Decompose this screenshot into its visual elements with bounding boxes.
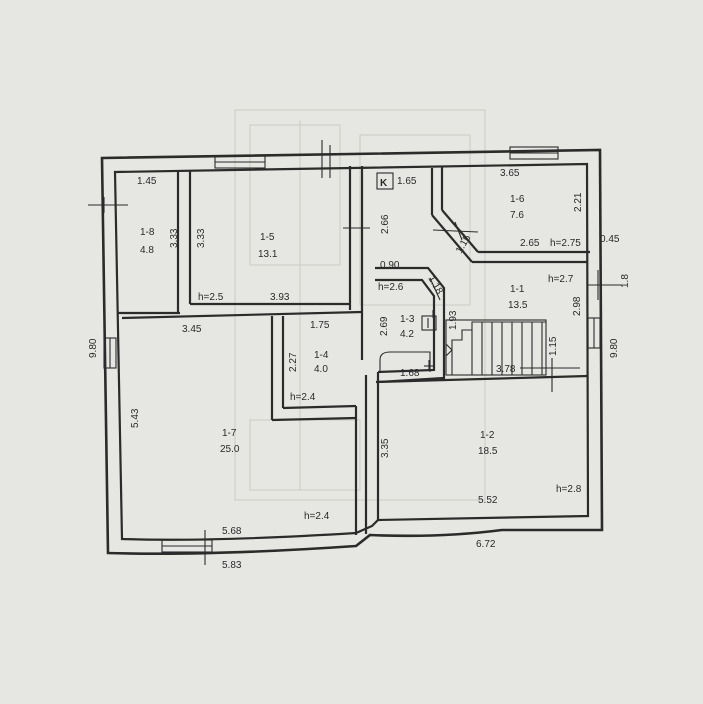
height-labels: h=2.75 h=2.7 h=2.6 h=2.5 h=2.4 h=2.4 h=2…	[198, 238, 582, 522]
stamp-k-letter: K	[380, 178, 388, 189]
dim-3-78: 3.78	[496, 364, 516, 375]
dim-1-68: 1.68	[400, 368, 420, 379]
room-1-5-number: 1-5	[260, 232, 275, 243]
room-1-7-number: 1-7	[222, 428, 237, 439]
room-1-1-number: 1-1	[510, 284, 525, 295]
room-labels: 1-8 4.8 1-5 13.1 1-6 7.6 1-1 13.5 1-3 4.…	[140, 194, 528, 457]
dim-0-45: 0.45	[600, 234, 620, 245]
dim-2-69: 2.69	[379, 316, 390, 336]
room-1-3-number: 1-3	[400, 314, 415, 325]
dim-1-8: 1.8	[620, 274, 631, 288]
doors	[88, 140, 622, 565]
stamp-k: K	[376, 172, 394, 190]
dim-2-21: 2.21	[573, 192, 584, 212]
dim-9-80-right: 9.80	[609, 338, 620, 358]
staircase	[445, 319, 580, 376]
height-room-1-6: h=2.75	[550, 238, 581, 249]
room-1-8-number: 1-8	[140, 227, 155, 238]
room-1-4-area: 4.0	[314, 364, 328, 375]
windows	[103, 146, 601, 553]
room-1-2-number: 1-2	[480, 430, 495, 441]
height-room-1-1: h=2.7	[548, 274, 574, 285]
height-room-1-7: h=2.4	[304, 511, 330, 522]
room-1-6-number: 1-6	[510, 194, 525, 205]
bathroom-fixtures	[379, 315, 437, 372]
dim-3-33-b: 3.33	[196, 228, 207, 248]
room-1-7-area: 25.0	[220, 444, 240, 455]
dim-1-18: 1.18	[425, 274, 444, 297]
dim-1-65: 1.65	[397, 176, 417, 187]
dim-3-33-a: 3.33	[169, 228, 180, 248]
dim-1-45: 1.45	[137, 176, 157, 187]
dim-5-68: 5.68	[222, 526, 242, 537]
dim-1-75: 1.75	[310, 320, 330, 331]
dim-3-45: 3.45	[182, 324, 202, 335]
height-room-1-4: h=2.4	[290, 392, 316, 403]
exterior-walls	[100, 148, 604, 555]
dim-0-90: 0.90	[380, 260, 400, 271]
room-1-1-area: 13.5	[508, 300, 528, 311]
dim-1-15-b: 1.15	[548, 336, 559, 356]
height-room-1-5: h=2.5	[198, 292, 224, 303]
room-1-4-number: 1-4	[314, 350, 329, 361]
room-1-3-area: 4.2	[400, 329, 414, 340]
room-1-2-area: 18.5	[478, 446, 498, 457]
room-1-5-area: 13.1	[258, 249, 278, 260]
dim-2-98: 2.98	[572, 296, 583, 316]
dim-3-35: 3.35	[380, 438, 391, 458]
dim-9-80-left: 9.80	[88, 338, 99, 358]
dimension-labels: 1.45 1.65 3.65 2.65 0.45 0.90 3.93 3.45 …	[137, 168, 620, 571]
dim-1-93: 1.93	[448, 310, 459, 330]
show-through-ghost	[234, 109, 486, 501]
dim-2-65: 2.65	[520, 238, 540, 249]
dim-5-43: 5.43	[130, 408, 141, 428]
height-room-1-3: h=2.6	[378, 282, 404, 293]
dim-2-27: 2.27	[288, 352, 299, 372]
dim-2-66: 2.66	[380, 214, 391, 234]
dim-3-65: 3.65	[500, 168, 520, 179]
dim-5-52: 5.52	[478, 495, 498, 506]
dim-6-72: 6.72	[476, 539, 496, 550]
dim-5-83: 5.83	[222, 560, 242, 571]
room-1-6-area: 7.6	[510, 210, 524, 221]
dim-3-93: 3.93	[270, 292, 290, 303]
interior-walls	[118, 166, 590, 535]
room-1-8-area: 4.8	[140, 245, 154, 256]
height-room-1-2: h=2.8	[556, 484, 582, 495]
